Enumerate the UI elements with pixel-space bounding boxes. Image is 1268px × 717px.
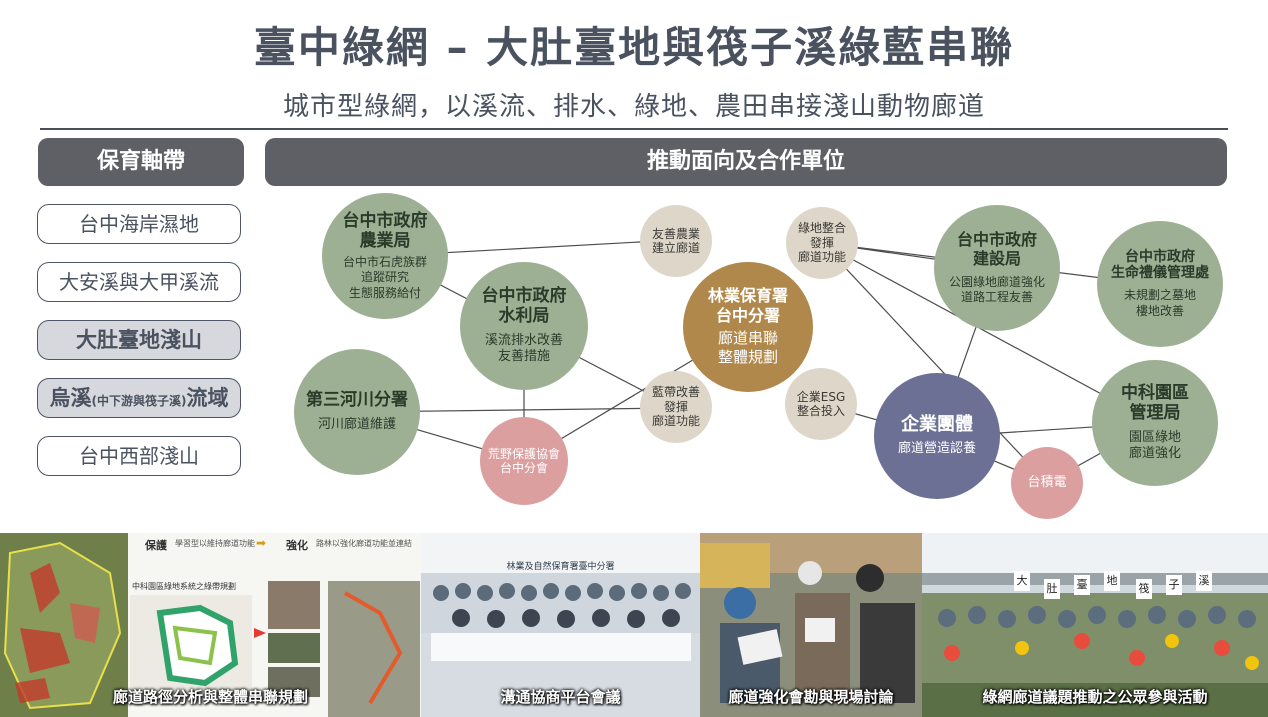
left-panel-heading: 保育軸帶	[38, 138, 244, 186]
public-event-photo	[922, 533, 1268, 717]
node-friendly-farming[interactable]: 友善農業 建立廊道	[640, 205, 712, 277]
node-corporate-esg[interactable]: 企業ESG 整合投入	[785, 368, 857, 440]
legend-strengthen-note: 路林以強化廊道功能並連結	[316, 539, 412, 548]
node-title: 企業ESG 整合投入	[796, 389, 846, 418]
arrow-icon: ➡	[256, 536, 267, 550]
photo-caption: 廊道強化會勘與現場討論	[728, 688, 894, 706]
site-visit-photo	[700, 533, 922, 717]
event-sign: 肚	[1044, 579, 1060, 599]
photo-public-event: 大 肚 臺 地 筏 子 溪 綠網廊道議題推動之公眾參與活動	[922, 533, 1268, 717]
node-title: 中科園區 管理局	[1121, 382, 1189, 424]
node-tsmc[interactable]: 台積電	[1011, 447, 1083, 519]
axis-item-note: (中下游與筏子溪)	[91, 394, 187, 408]
node-subtitle: 台中市石虎族群 追蹤研究 生態服務給付	[342, 254, 427, 300]
node-title: 第三河川分署	[306, 390, 408, 411]
event-sign: 子	[1166, 575, 1182, 595]
axis-item[interactable]: 大安溪與大甲溪流	[37, 262, 241, 302]
legend-conserve: 保護	[145, 539, 167, 552]
page-subtitle: 城市型綠網，以溪流、排水、綠地、農田串接淺山動物廊道	[282, 92, 985, 122]
node-subtitle: 公園綠地廊道強化 道路工程友善	[948, 274, 1045, 305]
photo-meeting: 林業及自然保育署臺中分署 溝通協商平台會議	[421, 533, 700, 717]
node-title: 友善農業 建立廊道	[651, 226, 700, 255]
event-sign: 臺	[1074, 575, 1090, 595]
corridor-map-image	[0, 533, 421, 717]
node-agri-bureau[interactable]: 台中市政府 農業局 台中市石虎族群 追蹤研究 生態服務給付	[322, 193, 448, 319]
event-sign: 筏	[1136, 579, 1152, 599]
connection-line	[821, 242, 1048, 484]
divider	[40, 128, 1228, 130]
page-title: 臺中綠網 – 大肚臺地與筏子溪綠藍串聯	[253, 23, 1015, 72]
node-title: 台中市政府 農業局	[342, 210, 428, 252]
event-sign: 大	[1014, 571, 1030, 591]
legend-strengthen: 強化	[286, 539, 308, 552]
node-title: 台積電	[1027, 475, 1067, 491]
photo-site-visit: 廊道強化會勘與現場討論	[700, 533, 922, 717]
axis-item[interactable]: 大肚臺地淺山	[37, 320, 241, 360]
node-subtitle: 園區綠地 廊道強化	[1128, 429, 1181, 462]
node-subtitle: 河川廊道維護	[317, 416, 396, 432]
right-panel-heading: 推動面向及合作單位	[265, 138, 1227, 186]
photo-caption: 廊道路徑分析與整體串聯規劃	[112, 688, 308, 706]
axis-item-main: 烏溪	[49, 386, 92, 410]
plan-title: 中科園區綠地系統之綠帶規劃	[132, 582, 236, 591]
node-subtitle: 廊道營造認養	[897, 441, 976, 457]
node-title: 台中市政府 生命禮儀管理處	[1111, 248, 1209, 282]
axis-item[interactable]: 台中海岸濕地	[37, 204, 241, 244]
meeting-photo	[421, 533, 700, 717]
node-funeral-office[interactable]: 台中市政府 生命禮儀管理處 未規劃之墓地 樓地改善	[1097, 221, 1223, 347]
node-title: 荒野保護協會 台中分會	[487, 446, 560, 475]
legend-conserve-note: 學習型以維持廊道功能	[175, 539, 255, 548]
node-corporate-groups[interactable]: 企業團體 廊道營造認養	[874, 373, 1000, 499]
node-subtitle: 廊道串聯 整體規劃	[717, 328, 778, 367]
event-sign: 地	[1104, 571, 1120, 591]
node-water-bureau[interactable]: 台中市政府 水利局 溪流排水改善 友善措施	[460, 262, 588, 390]
event-sign: 溪	[1196, 571, 1212, 591]
photo-corridor-analysis: 保護 學習型以維持廊道功能 ➡ 強化 路林以強化廊道功能並連結 中科園區綠地系統…	[0, 533, 421, 717]
node-forestry-agency[interactable]: 林業保育署 台中分署 廊道串聯 整體規劃	[683, 262, 813, 392]
photo-caption: 綠網廊道議題推動之公眾參與活動	[982, 688, 1208, 706]
axis-item[interactable]: 台中西部淺山	[37, 436, 241, 476]
node-title: 綠地整合 發揮 廊道功能	[797, 221, 846, 265]
node-subtitle: 溪流排水改善 友善措施	[484, 332, 563, 365]
node-title: 台中市政府 水利局	[481, 285, 567, 327]
photo-caption: 溝通協商平台會議	[500, 688, 621, 706]
axis-item[interactable]: 烏溪(中下游與筏子溪)流域	[37, 378, 241, 418]
node-title: 林業保育署 台中分署	[707, 286, 788, 325]
node-science-park[interactable]: 中科園區 管理局 園區綠地 廊道強化	[1092, 360, 1218, 486]
node-wilderness-society[interactable]: 荒野保護協會 台中分會	[480, 417, 568, 505]
node-subtitle: 未規劃之墓地 樓地改善	[1123, 288, 1196, 318]
node-green-integration[interactable]: 綠地整合 發揮 廊道功能	[786, 207, 858, 279]
node-title: 企業團體	[901, 413, 973, 435]
node-construction-bureau[interactable]: 台中市政府 建設局 公園綠地廊道強化 道路工程友善	[934, 205, 1060, 331]
node-river-branch[interactable]: 第三河川分署 河川廊道維護	[294, 349, 420, 475]
axis-item-tail: 流域	[186, 386, 229, 410]
node-title: 藍帶改善 發揮 廊道功能	[651, 385, 700, 429]
node-blue-belt[interactable]: 藍帶改善 發揮 廊道功能	[640, 371, 712, 443]
node-title: 台中市政府 建設局	[956, 230, 1037, 269]
meeting-banner: 林業及自然保育署臺中分署	[506, 562, 615, 572]
